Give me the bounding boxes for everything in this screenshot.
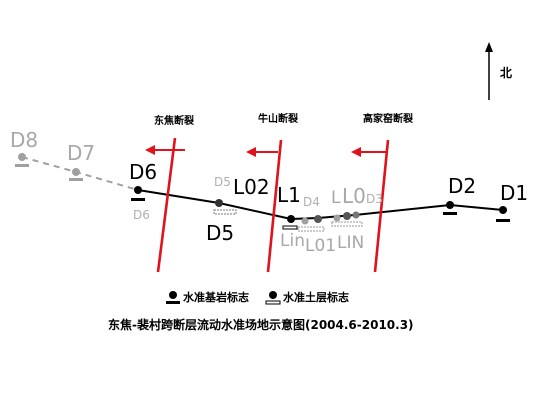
marker-d5-icon — [213, 199, 237, 215]
marker-cluster-d4-icon — [297, 215, 325, 232]
fault-middle — [246, 139, 283, 273]
fault-west — [351, 139, 390, 273]
point-label-d4: D4 — [303, 195, 320, 209]
fault-label-west: 高家窑断裂 — [363, 114, 413, 125]
point-label-l0: L0 — [342, 184, 366, 208]
point-label-l02: L02 — [233, 175, 270, 199]
fault-label-east: 东焦断裂 — [154, 116, 194, 127]
point-label-d5-upper: D5 — [214, 175, 231, 189]
legend-soil-label: 水准土层标志 — [283, 291, 349, 304]
point-label-d8: D8 — [10, 128, 39, 152]
marker-d7-icon — [69, 168, 83, 181]
point-label-d7: D7 — [67, 141, 96, 165]
point-label-d3: D3 — [366, 192, 383, 206]
point-label-l-small: L — [331, 188, 341, 208]
point-label-d6-shadow: D6 — [133, 208, 150, 222]
point-label-l1: L1 — [277, 183, 301, 207]
diagram-caption: 东焦-裴村跨断层流动水准场地示意图(2004.6-2010.3) — [108, 318, 414, 332]
point-label-l01: L01 — [305, 236, 337, 256]
leveling-route-line — [137, 189, 504, 221]
point-label-lin-upper: LIN — [337, 233, 365, 253]
point-label-lin: Lin — [280, 231, 305, 251]
marker-d2-icon — [443, 201, 457, 215]
point-label-d6: D6 — [129, 160, 158, 184]
marker-d1-icon — [496, 206, 510, 222]
legend-bedrock-label: 水准基岩标志 — [183, 291, 249, 304]
legend-soil-icon — [265, 291, 281, 305]
marker-l1-icon — [282, 215, 298, 230]
marker-cluster-l0-icon — [331, 211, 363, 227]
marker-d8-icon — [15, 153, 29, 167]
legend-bedrock-icon — [166, 291, 180, 304]
point-label-d5: D5 — [206, 221, 235, 245]
marker-d6-icon — [131, 186, 145, 201]
point-label-d2: D2 — [448, 174, 477, 198]
north-arrow — [485, 42, 493, 100]
fault-east — [145, 137, 185, 273]
fault-label-middle: 牛山断裂 — [258, 114, 298, 125]
north-label: 北 — [500, 66, 513, 80]
point-label-d1: D1 — [500, 181, 529, 205]
